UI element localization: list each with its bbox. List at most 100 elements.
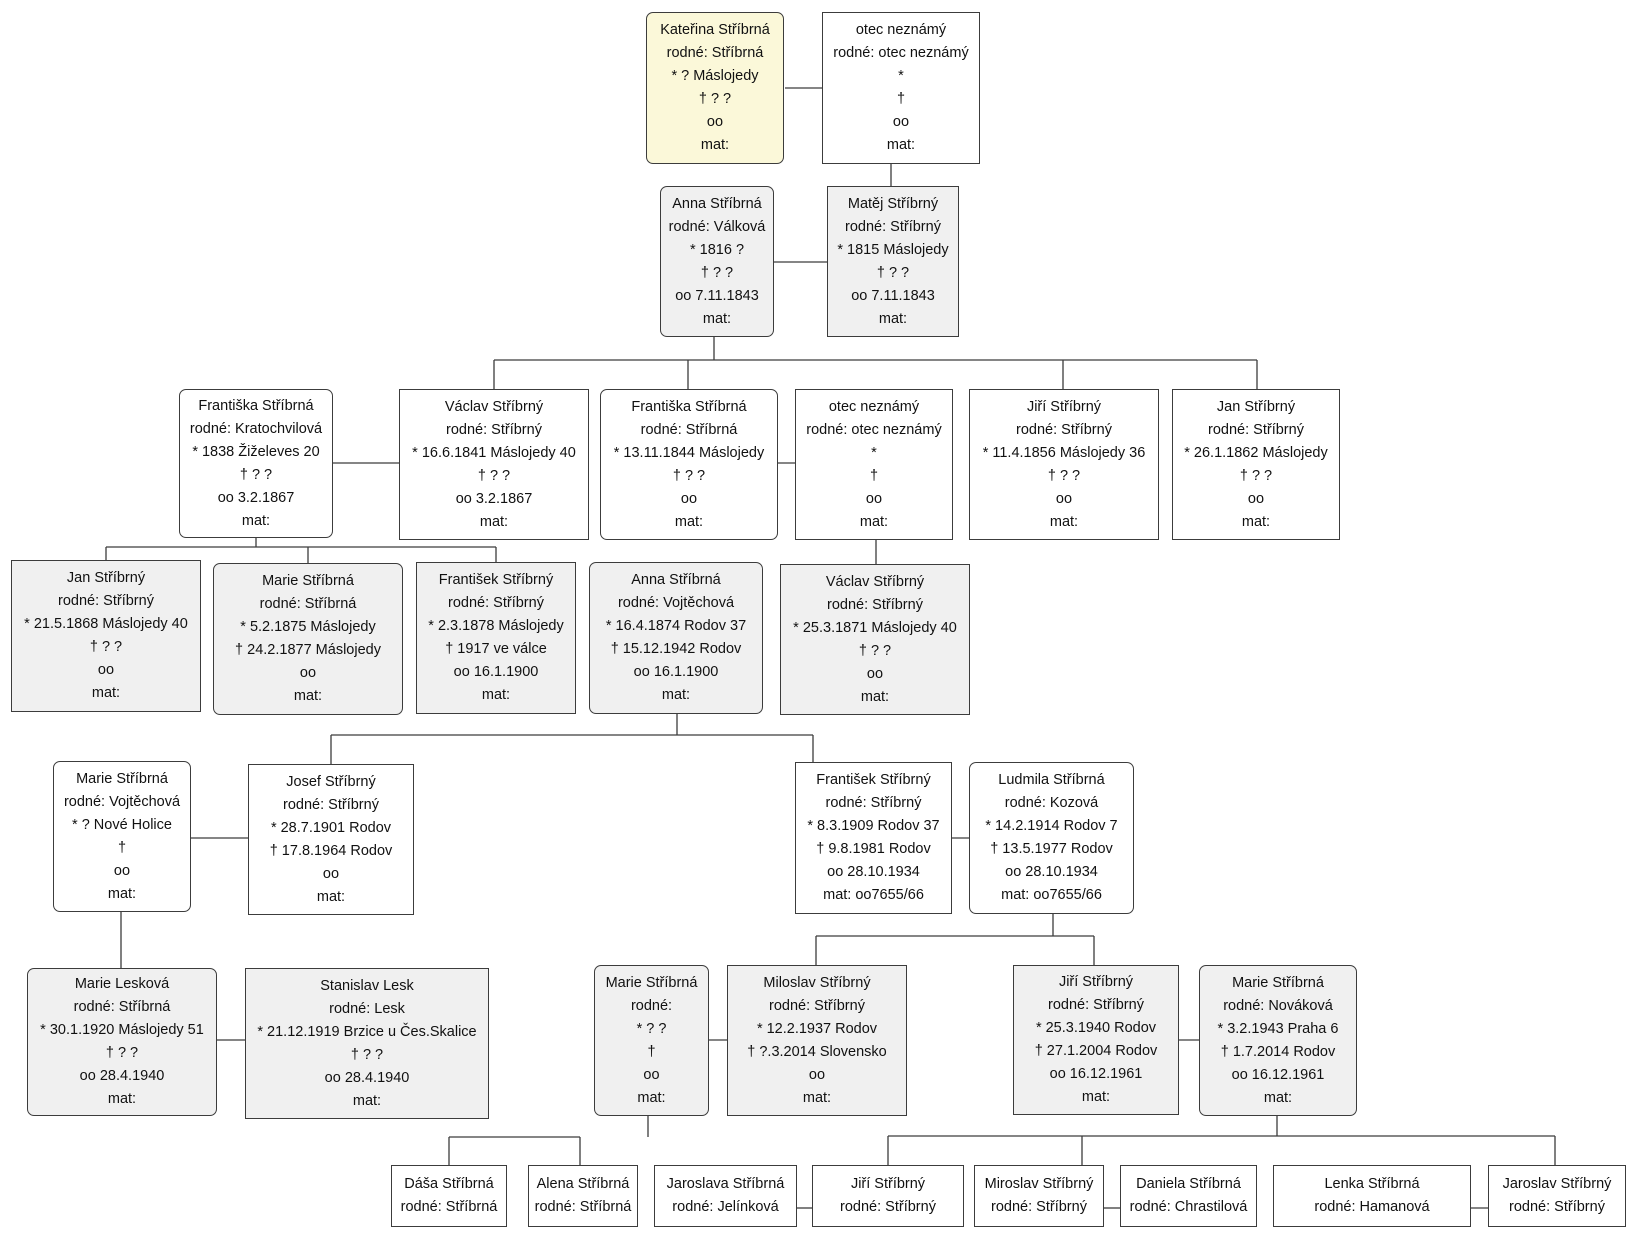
person-detail: rodné: Jelínková [672,1199,779,1215]
person-detail: † 15.12.1942 Rodov [610,641,742,657]
person-detail: mat: [661,687,691,703]
person-detail: mat: [1241,513,1271,530]
person-detail: oo [892,114,910,130]
person-detail: † ? ? [239,466,273,483]
person-detail: * [871,444,877,461]
person-detail: rodné: Stříbrný [991,1199,1087,1215]
person-name: Miroslav Stříbrný [984,1176,1094,1192]
person-name: Marie Lesková [74,976,170,992]
person-name: Jiří Stříbrný [1058,974,1134,990]
person-detail: rodné: Stříbrný [827,596,923,613]
person-detail: * 12.2.1937 Rodov [756,1020,878,1037]
person-detail: mat: [293,688,323,704]
person-detail: mat: [700,137,730,153]
person-card[interactable]: Alena Stříbrná rodné: Stříbrná [528,1165,638,1227]
person-name: František Stříbrný [438,572,554,588]
person-name: Kateřina Stříbrná [660,22,770,38]
person-detail: rodné: Stříbrný [1208,421,1304,438]
person-name: otec neznámý [855,22,947,38]
person-detail: † 24.2.1877 Máslojedy [235,642,381,658]
person-name: Marie Stříbrná [1232,974,1324,991]
person-detail: oo 16.1.1900 [453,664,539,680]
person-detail: † 27.1.2004 Rodov [1034,1043,1158,1059]
person-detail: † ?.3.2014 Slovensko [747,1043,887,1060]
person-detail: rodné: Nováková [1223,997,1333,1014]
person-detail: * 16.6.1841 Máslojedy 40 [412,444,576,461]
person-detail: rodné: Stříbrný [1509,1199,1605,1215]
person-detail: mat: [859,513,889,530]
person-name: Václav Stříbrný [444,398,544,415]
person-detail: * 8.3.1909 Rodov 37 [807,818,940,834]
person-name: Dáša Stříbrná [404,1176,494,1192]
person-detail: oo 7.11.1843 [851,287,935,304]
person-detail: rodné: Stříbrná [534,1199,632,1215]
person-detail: mat: [241,512,271,529]
person-detail: oo 3.2.1867 [217,489,295,506]
person-detail: mat: [107,885,137,902]
person-detail: rodné: Stříbrný [825,795,922,811]
person-detail: rodné: Stříbrný [769,997,865,1014]
person-name: Františka Stříbrná [631,398,747,415]
person-name: Ludmila Stříbrná [998,772,1105,788]
person-detail: † 17.8.1964 Rodov [269,842,393,859]
person-name: Alena Stříbrná [536,1176,630,1192]
person-detail: oo [680,490,698,507]
person-card[interactable]: Marie Stříbrná rodné: Nováková * 3.2.1943 … [1199,965,1357,1116]
person-detail: mat: [479,513,509,530]
person-detail: † ? ? [698,91,732,107]
person-detail: oo 28.4.1940 [79,1068,165,1084]
person-card[interactable]: Miroslav Stříbrný rodné: Stříbrný [974,1165,1104,1227]
person-detail: † [869,467,879,484]
person-detail: oo 28.10.1934 [827,864,920,880]
person-name: Jan Stříbrný [66,570,146,586]
person-detail: rodné: Hamanová [1314,1199,1430,1215]
person-detail: oo [643,1066,660,1083]
person-detail: oo 3.2.1867 [455,490,533,507]
person-detail: * 3.2.1943 Praha 6 [1217,1020,1339,1037]
person-detail: mat: [637,1089,666,1106]
person-detail: * [898,68,904,84]
person-detail: † ? ? [700,264,734,281]
person-detail: * 2.3.1878 Máslojedy [428,618,564,634]
person-detail: † 1.7.2014 Rodov [1220,1043,1336,1060]
person-detail: † ? ? [672,467,706,484]
person-detail: * 13.11.1844 Máslojedy [613,444,765,461]
person-detail: oo [97,662,115,678]
person-detail: rodné: Vojtěchová [617,595,735,611]
person-detail: rodné: otec neznámý [806,421,942,438]
person-name: Matěj Stříbrný [847,195,939,212]
person-detail: oo [1247,490,1265,507]
person-name: Anna Stříbrná [672,195,762,212]
person-detail: oo 28.4.1940 [324,1069,410,1086]
